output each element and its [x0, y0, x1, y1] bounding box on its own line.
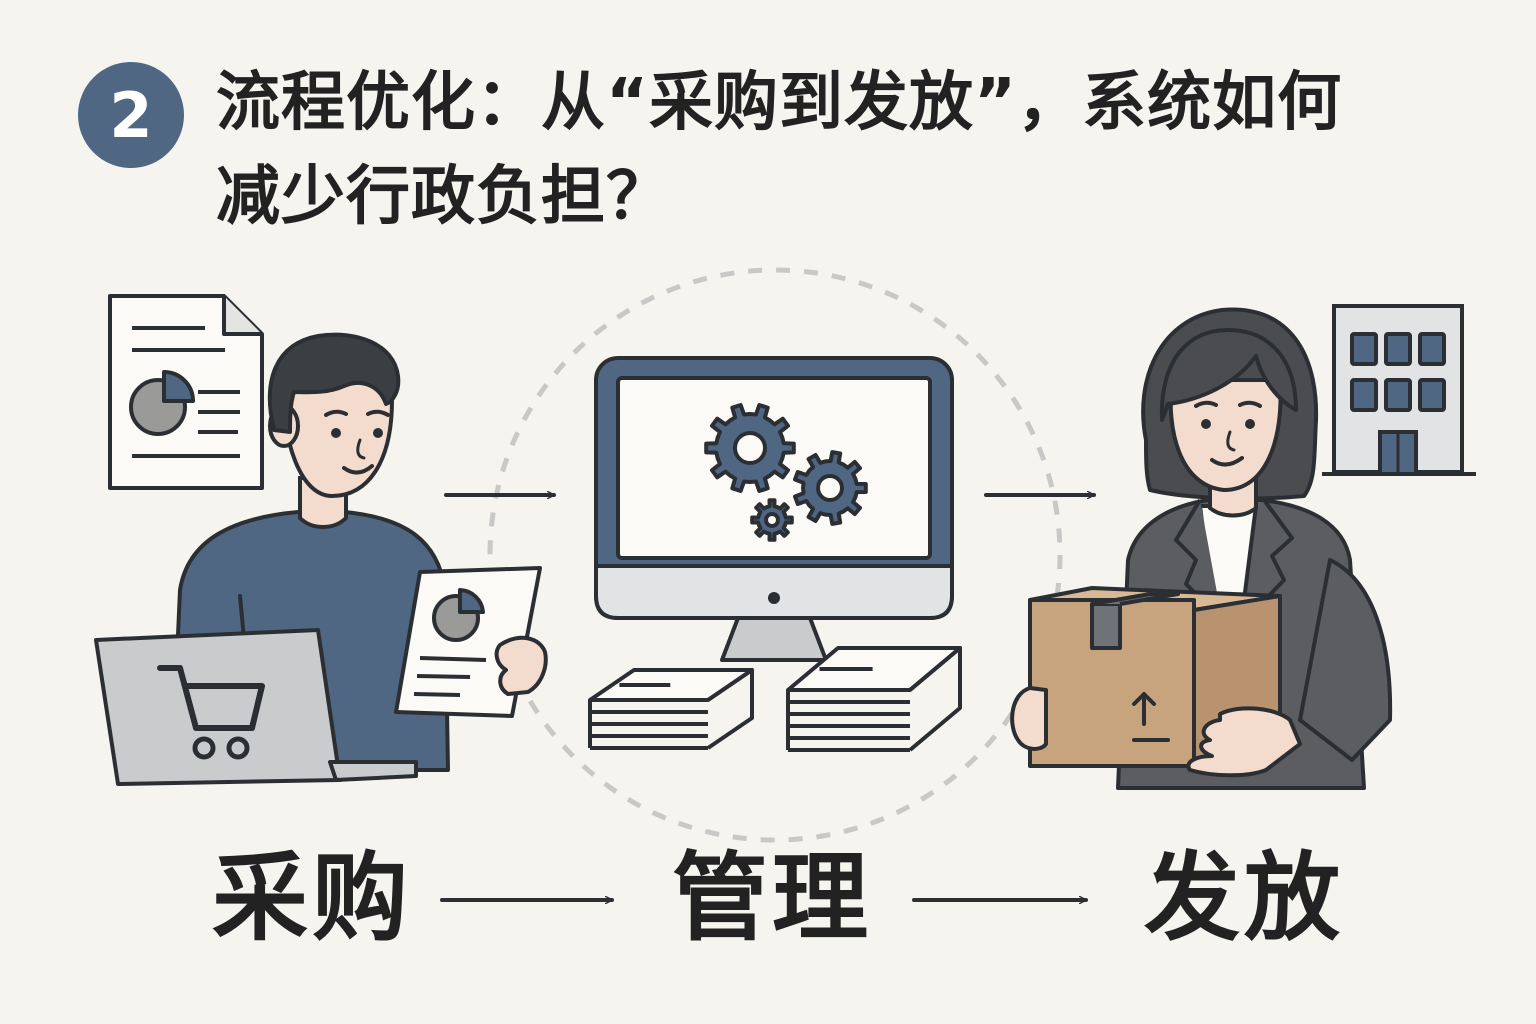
paper-stack-side	[908, 646, 962, 752]
gears-icon	[704, 403, 868, 542]
title-line-1: 流程优化：从“采购到发放”，系统如何	[216, 66, 1343, 140]
shopping-cart-icon	[157, 665, 265, 760]
page-title: 流程优化：从“采购到发放”，系统如何 减少行政负担？	[216, 56, 1476, 244]
woman-right-hand	[1186, 706, 1302, 778]
building-window	[1350, 378, 1378, 412]
building-window	[1418, 378, 1446, 412]
paper-stack-icon	[786, 646, 962, 752]
laptop	[94, 628, 418, 786]
building-window	[1384, 332, 1412, 366]
paper-stack-icon	[588, 668, 754, 750]
step-number: 2	[109, 78, 153, 152]
title-line-2: 减少行政负担？	[216, 160, 671, 234]
stage-label-management: 管理	[672, 842, 872, 954]
gear-hole	[764, 512, 780, 528]
dashed-cycle-circle	[487, 267, 1063, 843]
gear-hole	[816, 474, 844, 502]
paper-stack-side	[706, 668, 754, 750]
building-window	[1384, 378, 1412, 412]
step-number-badge: 2	[78, 62, 184, 168]
man-hand	[494, 635, 548, 696]
gear-hole	[733, 431, 767, 465]
stage-label-procurement: 采购	[212, 842, 412, 954]
stage-label-distribution: 发放	[1144, 842, 1344, 954]
office-building-icon	[1322, 304, 1476, 476]
building-window	[1350, 332, 1378, 366]
report-document-icon	[108, 294, 264, 490]
building-window	[1418, 332, 1446, 366]
woman-left-hand	[1010, 686, 1048, 751]
